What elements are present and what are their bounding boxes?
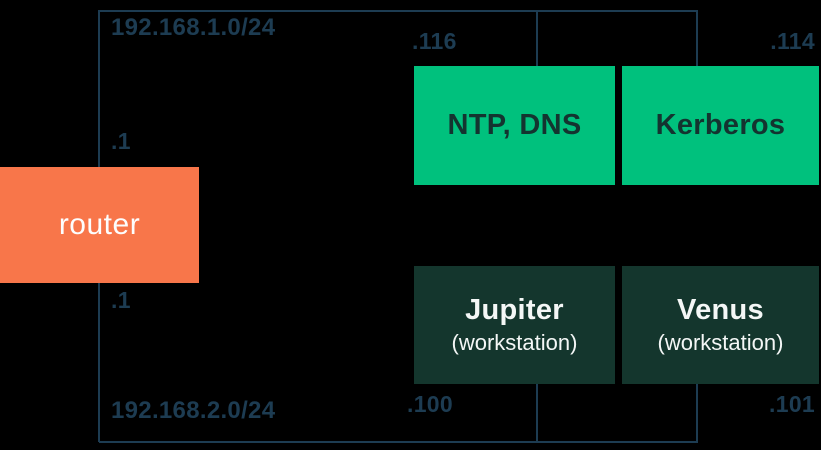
venus-label: Venus [677,294,764,326]
venus-workstation-node: Venus (workstation) [622,266,819,384]
venus-ip-label: .101 [769,391,815,417]
ntp-dns-server-node: NTP, DNS [414,66,615,185]
subnet-1-cidr-label: 192.168.1.0/24 [111,14,276,41]
ntp-dns-ip-label: .116 [412,28,457,54]
router-subnet2-ip-label: .1 [111,287,131,313]
jupiter-ip-label: .100 [407,391,453,417]
kerberos-server-node: Kerberos [622,66,819,185]
kerberos-ip-label: .114 [770,28,815,54]
venus-type-label: (workstation) [657,330,784,355]
kerberos-label: Kerberos [655,109,786,141]
jupiter-workstation-node: Jupiter (workstation) [414,266,615,384]
router-node: router [0,167,199,283]
subnet-2-cidr-label: 192.168.2.0/24 [111,397,276,424]
jupiter-label: Jupiter [465,294,564,326]
router-label: router [58,208,141,241]
router-subnet1-ip-label: .1 [111,128,131,154]
jupiter-type-label: (workstation) [451,330,578,355]
ntp-dns-label: NTP, DNS [447,109,582,141]
